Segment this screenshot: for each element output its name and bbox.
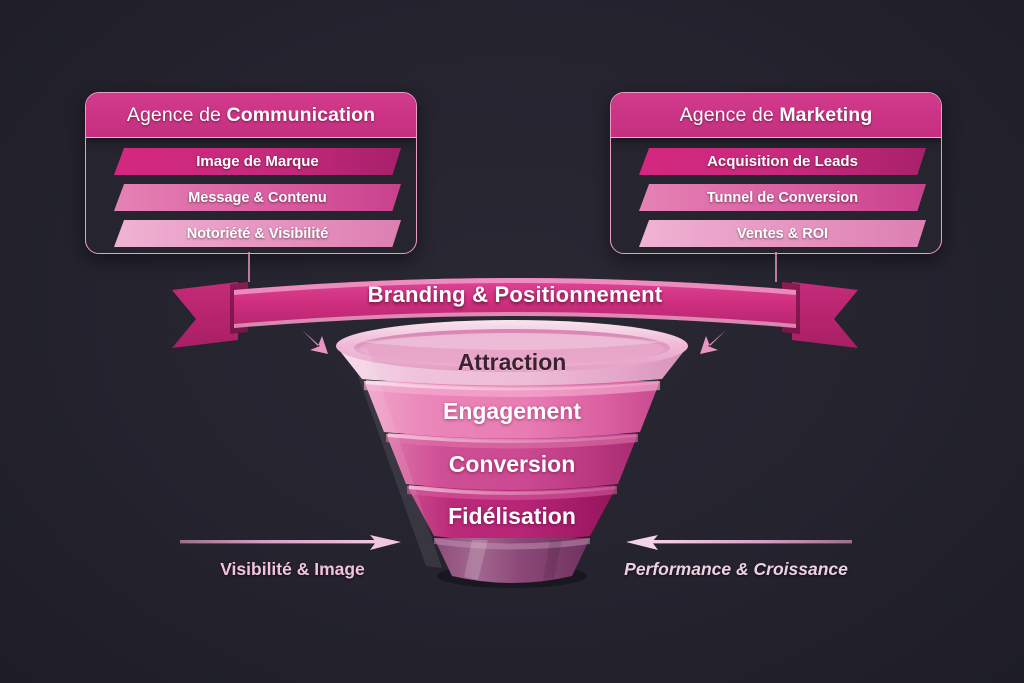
card-item-label: Message & Contenu (188, 189, 327, 206)
list-item[interactable]: Notoriété & Visibilité (86, 220, 416, 253)
arrow-into-funnel-left-icon (296, 322, 338, 369)
arrow-left-icon (626, 535, 852, 550)
conversion-funnel[interactable]: Attraction Engagement Conversion Fidélis… (322, 318, 702, 598)
flow-performance-croissance: Performance & Croissance (620, 534, 852, 580)
flow-visibilite-image: Visibilité & Image (180, 534, 405, 580)
connector-line-right (775, 252, 777, 282)
list-item[interactable]: Ventes & ROI (611, 220, 941, 253)
card-agence-marketing[interactable]: Agence de Marketing Acquisition de Leads… (610, 92, 942, 254)
arrow-into-funnel-right-icon (690, 322, 732, 369)
card-title-strong: Marketing (779, 103, 873, 126)
card-title-communication: Agence de Communication (127, 104, 375, 127)
card-item-label: Notoriété & Visibilité (186, 225, 329, 242)
card-body-marketing: Acquisition de Leads Tunnel de Conversio… (611, 138, 941, 253)
list-item[interactable]: Tunnel de Conversion (611, 184, 941, 217)
card-item-label: Image de Marque (196, 153, 319, 170)
card-title-marketing: Agence de Marketing (680, 104, 873, 127)
card-item-bar: Acquisition de Leads (639, 148, 926, 175)
list-item[interactable]: Message & Contenu (86, 184, 416, 217)
arrow-right-icon (180, 535, 401, 550)
card-body-communication: Image de Marque Message & Contenu Notori… (86, 138, 416, 253)
flow-label-performance: Performance & Croissance (624, 559, 848, 579)
card-item-label: Tunnel de Conversion (706, 189, 859, 206)
card-title-strong: Communication (226, 103, 376, 126)
card-item-label: Ventes & ROI (736, 225, 829, 242)
list-item[interactable]: Image de Marque (86, 148, 416, 181)
connector-line-left (248, 252, 250, 282)
card-header-communication: Agence de Communication (86, 93, 416, 138)
card-item-bar: Notoriété & Visibilité (114, 220, 401, 247)
card-item-bar: Message & Contenu (114, 184, 401, 211)
card-header-marketing: Agence de Marketing (611, 93, 941, 138)
list-item[interactable]: Acquisition de Leads (611, 148, 941, 181)
card-item-bar: Ventes & ROI (639, 220, 926, 247)
card-agence-communication[interactable]: Agence de Communication Image de Marque … (85, 92, 417, 254)
card-title-prefix: Agence de (126, 103, 227, 126)
card-item-bar: Image de Marque (114, 148, 401, 175)
card-item-label: Acquisition de Leads (707, 153, 858, 170)
flow-label-visibilite: Visibilité & Image (220, 559, 365, 579)
card-item-bar: Tunnel de Conversion (639, 184, 926, 211)
card-title-prefix: Agence de (679, 103, 780, 126)
